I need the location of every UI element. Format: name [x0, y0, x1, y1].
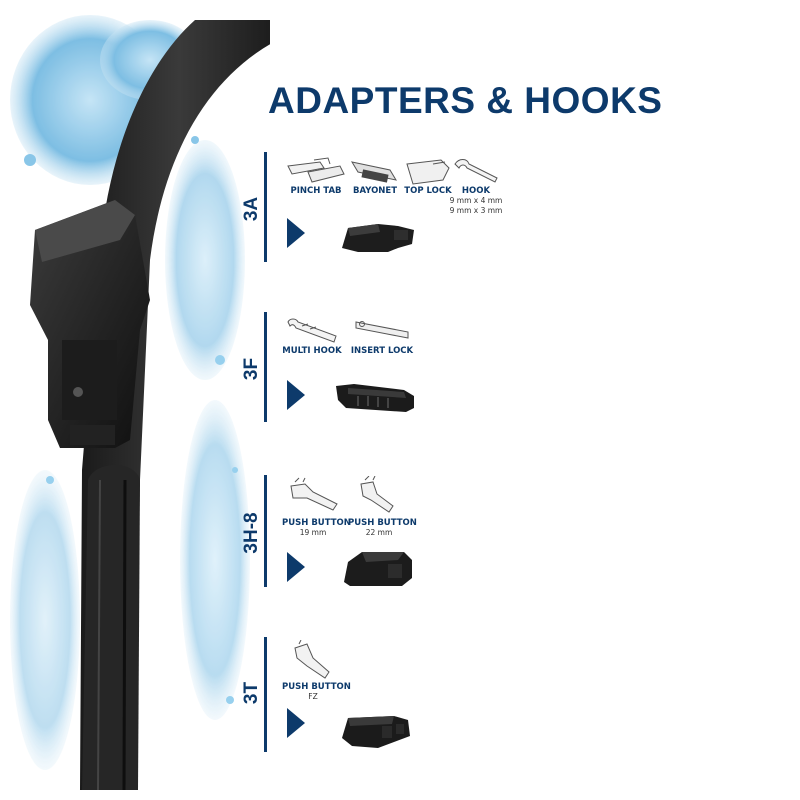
item-push-button-22: PUSH BUTTON 22 mm	[348, 476, 417, 538]
arrow-icon	[287, 708, 305, 738]
item-bayonet: BAYONET	[348, 156, 402, 196]
group-code-3a: 3A	[241, 196, 262, 222]
insert-lock-icon	[355, 321, 409, 339]
item-insert-lock: INSERT LOCK	[350, 316, 414, 356]
water-splash	[10, 15, 250, 770]
group-divider-3f	[264, 312, 267, 422]
multi-hook-icon	[287, 318, 337, 343]
pinch-tab-icon	[287, 157, 345, 183]
item-push-button-fz: PUSH BUTTON FZ	[282, 640, 351, 702]
adapter-3a-photo	[342, 224, 414, 252]
group-code-3t: 3T	[241, 681, 262, 705]
item-size: 19 mm	[299, 528, 327, 537]
arrow-icon	[287, 552, 305, 582]
item-label: PUSH BUTTON	[282, 682, 351, 692]
item-label: PUSH BUTTON	[348, 518, 417, 528]
bayonet-icon	[350, 161, 398, 183]
item-size: 22 mm	[365, 528, 393, 537]
item-label: PINCH TAB	[290, 186, 342, 196]
item-label: BAYONET	[352, 186, 398, 196]
item-top-lock: TOP LOCK	[403, 156, 453, 196]
arrow-icon	[287, 218, 305, 248]
item-label: TOP LOCK	[404, 186, 452, 196]
item-size: FZ	[308, 692, 318, 701]
item-size: 9 mm x 4 mm	[449, 196, 503, 205]
adapter-3t-photo	[342, 716, 410, 748]
page-title: ADAPTERS & HOOKS	[268, 80, 663, 121]
item-label: INSERT LOCK	[350, 346, 414, 356]
wiper-blade-photo	[10, 15, 270, 791]
push-button-icon	[290, 477, 338, 511]
item-size: 9 mm x 3 mm	[449, 206, 503, 215]
hook-icon	[454, 159, 498, 183]
group-code-3f: 3F	[241, 357, 262, 381]
item-label: HOOK	[461, 186, 491, 196]
item-hook: HOOK 9 mm x 4 mm 9 mm x 3 mm	[448, 156, 504, 216]
group-divider-3t	[264, 637, 267, 752]
group-divider-3a	[264, 152, 267, 262]
arrow-icon	[287, 380, 305, 410]
item-label: PUSH BUTTON	[282, 518, 351, 528]
item-label: MULTI HOOK	[282, 346, 342, 356]
item-pinch-tab: PINCH TAB	[282, 156, 350, 196]
item-multi-hook: MULTI HOOK	[282, 316, 342, 356]
group-code-3h8: 3H-8	[241, 512, 262, 554]
item-push-button-19: PUSH BUTTON 19 mm	[282, 476, 351, 538]
adapter-3f-photo	[336, 384, 414, 412]
group-divider-3h8	[264, 475, 267, 587]
adapter-3h8-photo	[344, 552, 412, 586]
top-lock-icon	[406, 159, 450, 185]
push-button-icon	[360, 476, 394, 513]
push-button-icon	[294, 640, 330, 679]
